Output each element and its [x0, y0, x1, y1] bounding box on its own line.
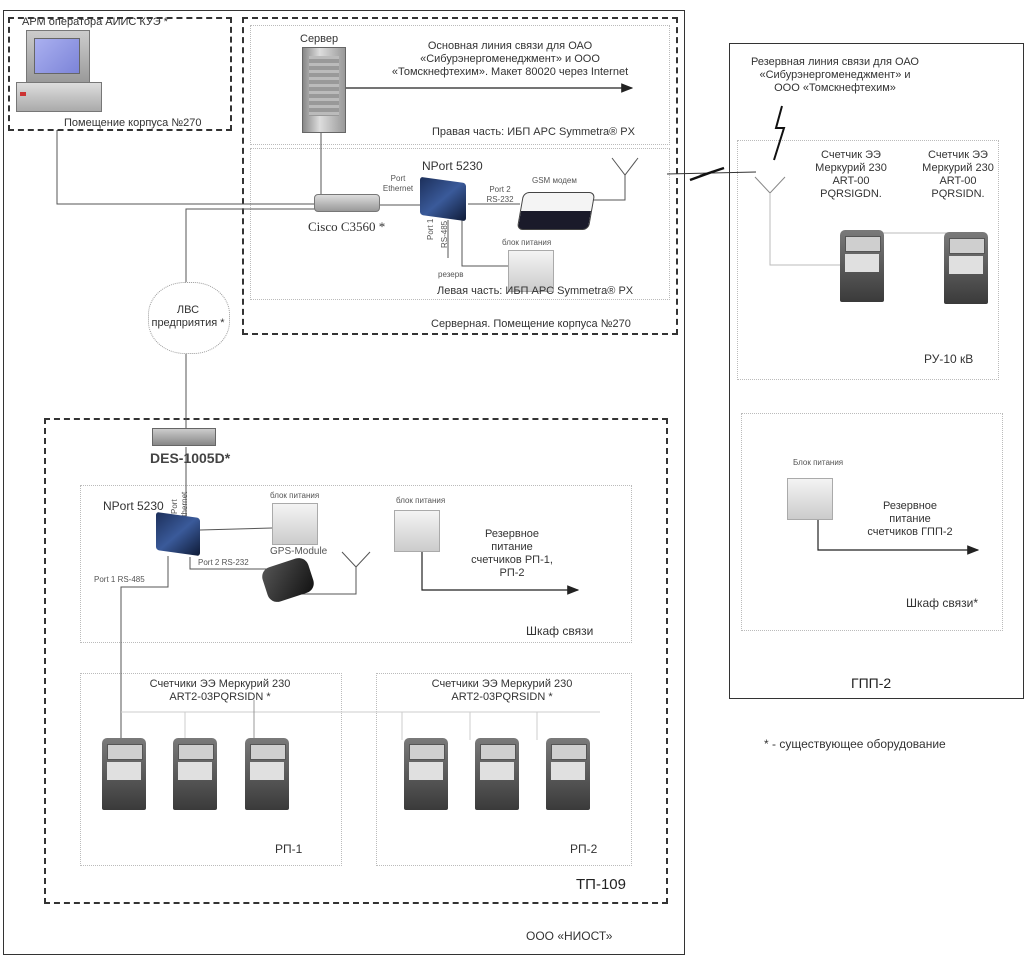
rp1-meters-label: Счетчики ЭЭ Меркурий 230 ART2-03PQRSIDN … [149, 678, 291, 703]
des-switch-icon [152, 428, 216, 446]
tp109-zone [44, 418, 668, 904]
server-label: Сервер [300, 33, 339, 45]
ru10-label: РУ-10 кВ [924, 352, 974, 366]
arrow-reserve-power-gpp2 [817, 516, 980, 555]
server-room-label: Серверная. Помещение корпуса №270 [431, 318, 631, 330]
gpp2-boundary [729, 43, 1024, 699]
lan-label: ЛВС предприятия * [151, 304, 225, 329]
lan-cloud-icon [148, 282, 230, 354]
line-cisco-lan [185, 208, 315, 283]
antenna-gsm [611, 157, 639, 176]
gpp2-meter1-label: Счетчик ЭЭ Меркурий 230 ART-00 PQRSIGDN. [815, 149, 887, 200]
backup-link-label: Резервная линия связи для ОАО «Сибурэнер… [751, 56, 919, 94]
meter-icon [475, 738, 519, 810]
line-gpp2-antenna-meters [769, 193, 842, 266]
gpp2-cabinet-label: Шкаф связи* [906, 596, 979, 610]
main-link-label: Основная линия связи для ОАО «Сибурэнерг… [391, 40, 629, 78]
workstation-icon [14, 30, 102, 118]
arrow-reserve-power-tp109 [421, 548, 580, 595]
cisco-switch-icon [314, 194, 380, 212]
tp109-cabinet-label: Шкаф связи [526, 624, 594, 638]
gsm-modem-icon [516, 192, 596, 230]
meter-icon [404, 738, 448, 810]
line-pc-cisco [56, 130, 315, 205]
line-gsm-antenna [590, 175, 626, 201]
rp2-zone [376, 673, 632, 866]
tp109-label: ТП-109 [576, 876, 626, 893]
port1-label: Port 1 [426, 218, 435, 240]
lightning-icon-1 [689, 166, 725, 182]
rp2-label: РП-2 [570, 842, 598, 856]
line-nport-power [461, 220, 508, 267]
niost-boundary [3, 10, 685, 955]
gps-label: GPS-Module [270, 546, 328, 557]
power-unit-1-label: блок питания [270, 491, 320, 500]
antenna-gps [341, 551, 371, 568]
gpp2-meter2-label: Счетчик ЭЭ Меркурий 230 ART-00 PQRSIDN. [922, 149, 994, 200]
meter-icon [546, 738, 590, 810]
line-gps-antenna [300, 567, 357, 595]
ru10-zone [737, 140, 999, 380]
operator-room-title: АРМ оператора АИИС КУЭ * [22, 16, 168, 28]
port1-rs485-label: RS-485 [440, 220, 449, 248]
power-unit-2-icon [394, 510, 440, 552]
rp1-zone [80, 673, 342, 866]
ups-right-label: Правая часть: ИБП APC Symmetra® PX [432, 126, 635, 138]
nport-label: NPort 5230 [422, 159, 483, 173]
cisco-label: Cisco C3560 * [308, 219, 386, 234]
rp1-label: РП-1 [275, 842, 303, 856]
gpp2-cabinet-zone [741, 413, 1003, 631]
gpp2-power-unit-label: Блок питания [793, 458, 844, 467]
nport2-port-ethernet-label: Port [170, 499, 179, 514]
server-icon [302, 47, 346, 133]
rp2-meters-label: Счетчики ЭЭ Меркурий 230 ART2-03PQRSIDN … [431, 678, 573, 703]
nport2-port1-label: Port 1 RS-485 [94, 575, 145, 584]
legend-existing-equipment: * - существующее оборудование [764, 737, 946, 751]
ups-left-zone [250, 148, 670, 300]
antenna-gpp2 [754, 176, 786, 194]
gpp2-label: ГПП-2 [851, 675, 892, 691]
ups-right-zone [250, 25, 670, 145]
port-ethernet-label: Port Ethernet [382, 174, 414, 193]
tp109-cabinet-zone [80, 485, 632, 643]
nport2-device-icon [156, 511, 200, 557]
server-room-zone [242, 17, 678, 335]
nport2-label: NPort 5230 [103, 499, 164, 513]
ups-left-label: Левая часть: ИБП APC Symmetra® PX [437, 285, 634, 297]
lightning-icon-2 [773, 105, 786, 161]
nport2-port2-label: Port 2 RS-232 [198, 558, 249, 567]
line-rs485-bus [120, 556, 169, 740]
power-unit-icon [508, 250, 554, 292]
niost-label: ООО «НИОСТ» [526, 929, 613, 943]
meter-icon [944, 232, 988, 304]
port2-label: Port 2 RS-232 [486, 185, 514, 204]
meter-icon [840, 230, 884, 302]
reserve-label: резерв [438, 270, 464, 279]
nport-device-icon [420, 176, 466, 222]
operator-room-label: Помещение корпуса №270 [64, 117, 202, 129]
line-nport2-power1 [199, 527, 273, 531]
operator-room-zone [8, 17, 232, 131]
gpp2-power-unit-icon [787, 478, 833, 520]
meter-icon [245, 738, 289, 810]
meter-icon [102, 738, 146, 810]
tp109-reserve-power-label: Резервное питание счетчиков РП-1, РП-2 [471, 528, 553, 579]
gsm-label: GSM модем [532, 176, 577, 185]
des-switch-label: DES-1005D* [150, 450, 231, 466]
power-unit-1-icon [272, 503, 318, 545]
gpp2-reserve-power-label: Резервное питание счетчиков ГПП-2 [867, 500, 953, 538]
power-unit-label: блок питания [502, 238, 552, 247]
power-unit-2-label: блок питания [396, 496, 446, 505]
line-nport2-gps [189, 557, 272, 570]
meter-icon [173, 738, 217, 810]
